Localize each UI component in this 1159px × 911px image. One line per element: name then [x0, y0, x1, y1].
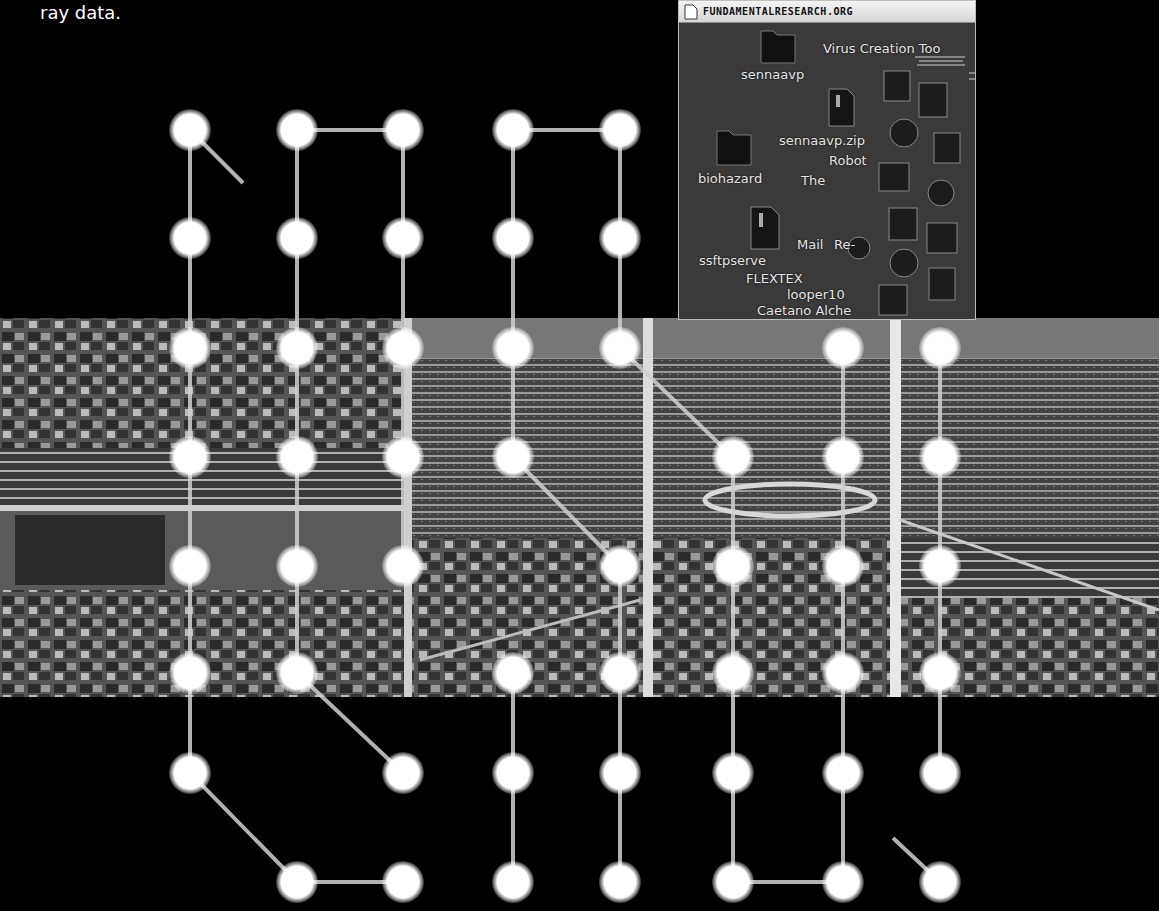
file-name: Robot: [829, 153, 867, 168]
file-name: The: [801, 173, 825, 188]
text-clutter: [915, 57, 975, 79]
file-name: Re-: [834, 237, 855, 252]
file-name: sennaavp: [741, 67, 804, 82]
file-name: Caetano Alche: [757, 303, 851, 318]
file-name: sennaavp.zip: [779, 133, 865, 148]
window-title: FUNDAMENTALRESEARCH.ORG: [703, 6, 853, 18]
file-name: Mail: [797, 237, 823, 252]
file-name: FLEXTEX: [746, 271, 803, 286]
file-name: biohazard: [698, 171, 762, 186]
page-icon: [684, 4, 698, 20]
folder-icon: [761, 31, 795, 63]
browser-window: FUNDAMENTALRESEARCH.ORG Virus Creation T…: [678, 0, 976, 320]
folder-icon: [717, 131, 751, 165]
file-name: ssftpserve: [699, 253, 766, 268]
zip-icon: [751, 207, 779, 249]
intro-text: ray data.: [40, 2, 121, 24]
file-name: Virus Creation Too: [823, 41, 940, 56]
file-name: looper10: [787, 287, 845, 302]
icon-clutter: [848, 71, 960, 315]
title-bar: FUNDAMENTALRESEARCH.ORG: [679, 1, 975, 23]
zip-icon: [829, 89, 854, 126]
